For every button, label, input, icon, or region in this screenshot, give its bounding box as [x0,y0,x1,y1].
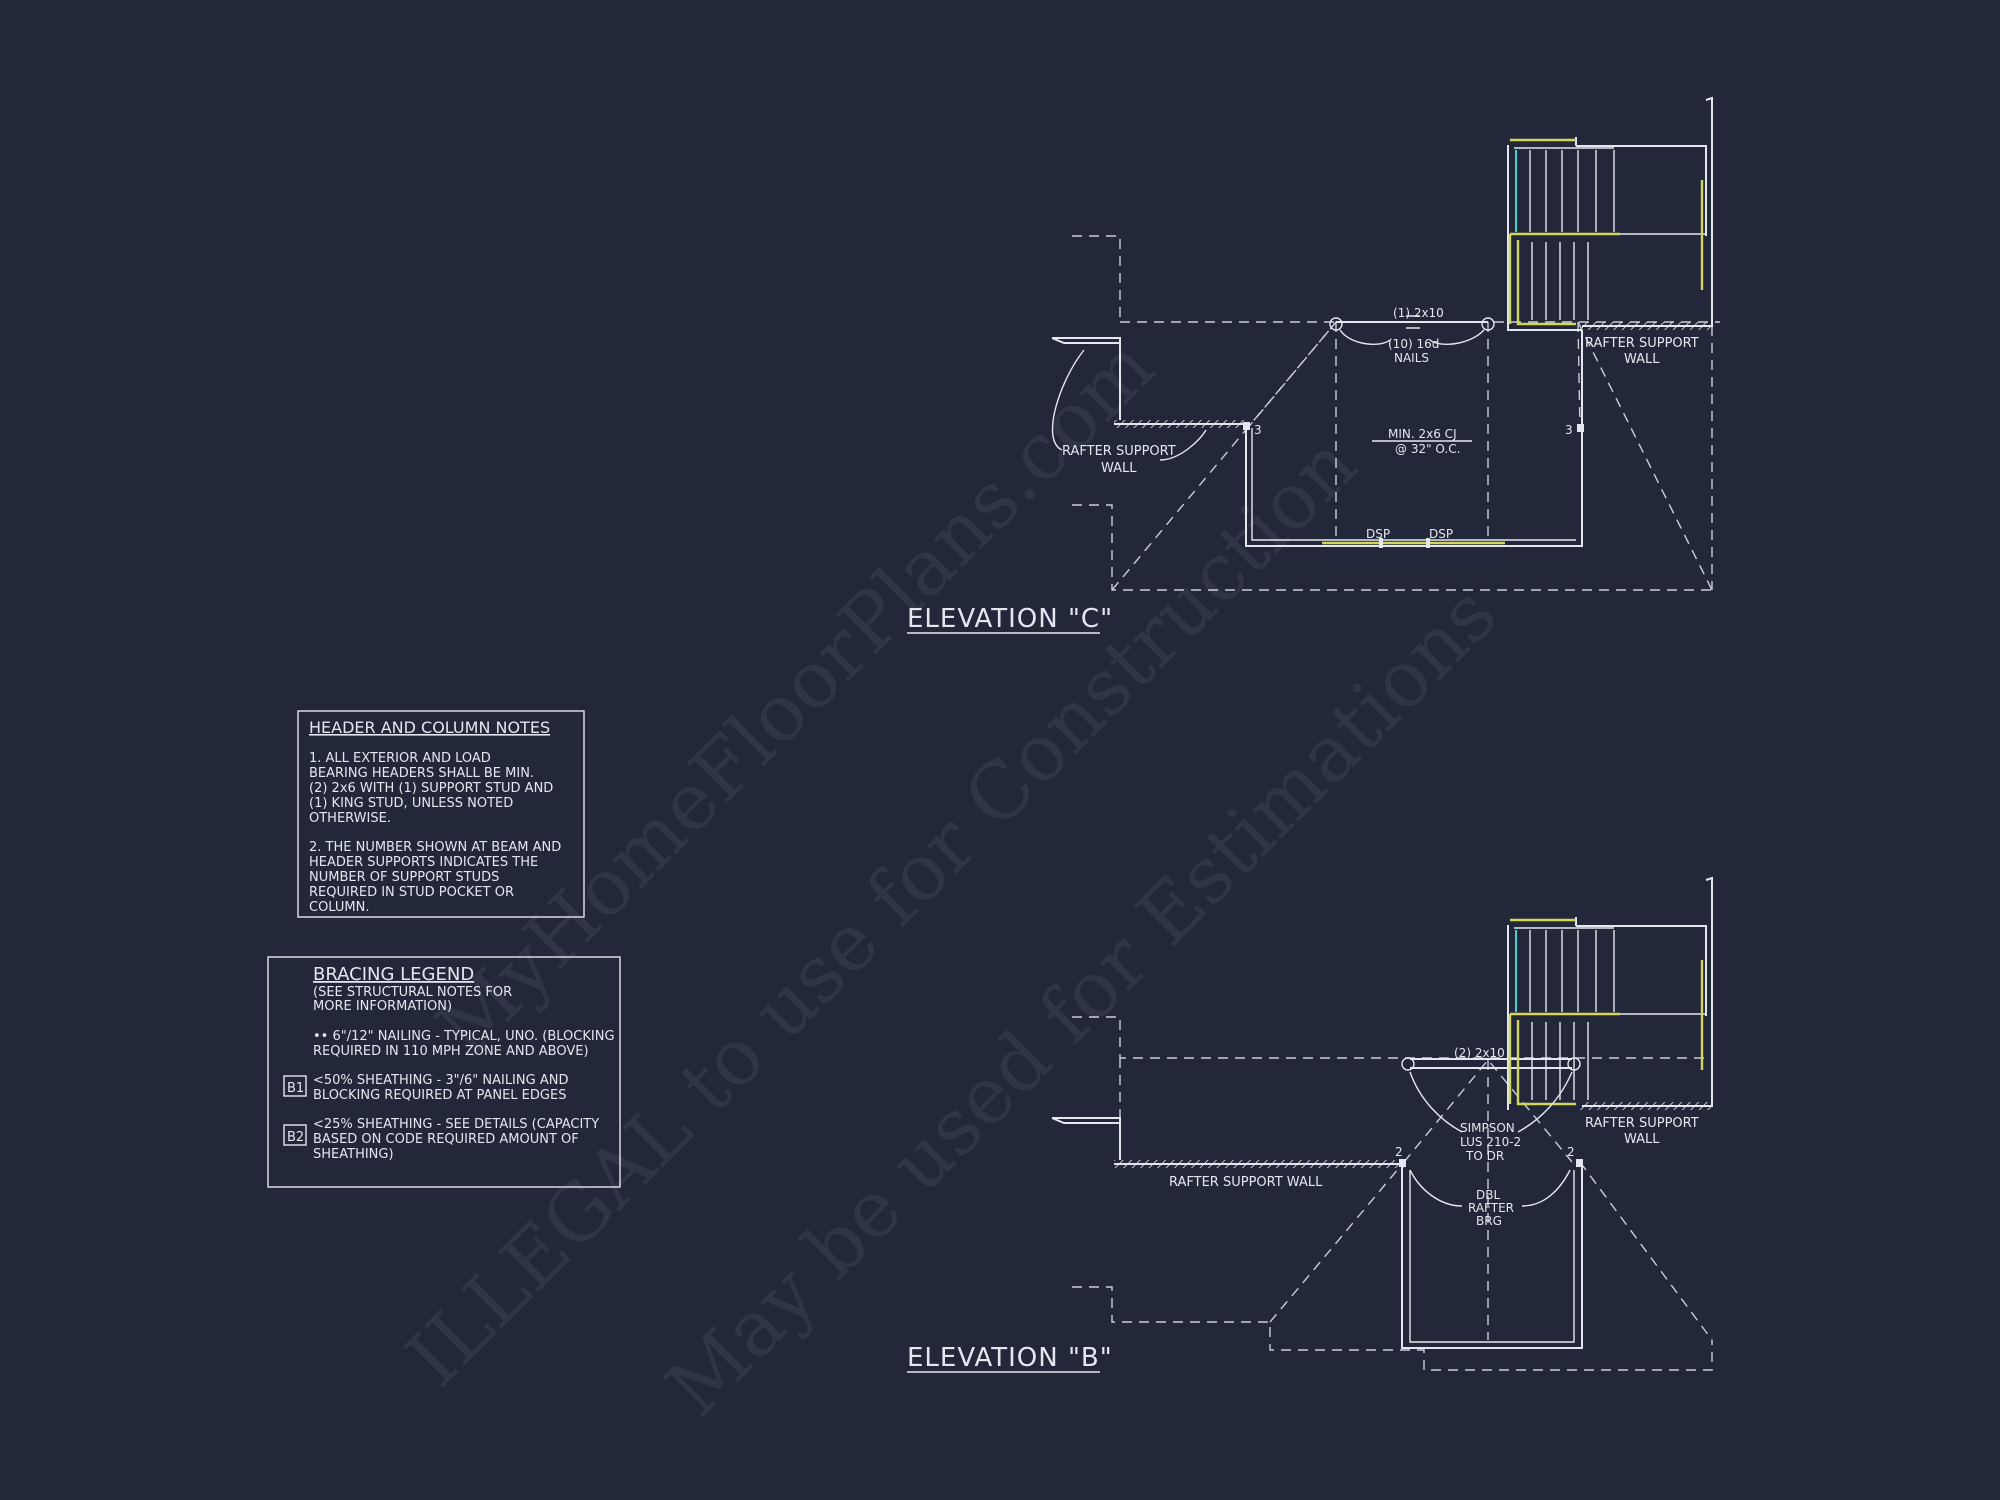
elevation-b-title: ELEVATION "B" [907,1343,1113,1373]
legend-b2: SHEATHING) [313,1147,394,1162]
connector-circle-left [1329,317,1343,331]
notes-line: NUMBER OF SUPPORT STUDS [309,870,499,885]
stud-count-label: 2 [1567,1145,1575,1159]
notes-line: (1) KING STUD, UNLESS NOTED [309,796,513,811]
b1-tag-box [283,1075,307,1097]
rafter-support-wall-label: RAFTER SUPPORT [1585,336,1699,351]
bracing-legend-box: BRACING LEGEND (SEE STRUCTURAL NOTES FOR… [267,956,621,1188]
header-size-label-b: (2) 2x10 [1454,1046,1505,1060]
b2-tag: B2 [287,1130,304,1145]
rafter-support-wall-label: RAFTER SUPPORT WALL [1169,1175,1323,1190]
notes-line: OTHERWISE. [309,811,391,826]
elevation-c-plan [1051,96,1720,591]
dbl-rafter-label: RAFTER [1468,1201,1514,1215]
connector-circle-left [1401,1057,1415,1071]
notes-line: COLUMN. [309,900,370,915]
hatched-wall-b-right [1580,1102,1712,1110]
legend-typical: REQUIRED IN 110 MPH ZONE AND ABOVE) [313,1044,589,1059]
legend-b2: BASED ON CODE REQUIRED AMOUNT OF [313,1132,579,1147]
dsp-label: DSP [1366,527,1390,541]
rafter-support-wall-label: WALL [1101,461,1137,476]
legend-title: BRACING LEGEND [313,964,474,985]
stud-pocket-marker [1243,422,1250,430]
notes-line: BEARING HEADERS SHALL BE MIN. [309,766,534,781]
rafter-support-wall-label: RAFTER SUPPORT [1585,1116,1699,1131]
notes-line: (2) 2x6 WITH (1) SUPPORT STUD AND [309,781,553,796]
dsp-label: DSP [1429,527,1453,541]
rafter-support-wall-label: WALL [1624,1132,1660,1147]
rafter-support-wall-label: WALL [1624,352,1660,367]
header-column-notes-box: HEADER AND COLUMN NOTES 1. ALL EXTERIOR … [297,710,585,918]
b2-tag-box [283,1124,307,1146]
stud-pocket-marker [1576,1159,1583,1167]
elevation-c-title: ELEVATION "C" [907,604,1113,634]
connector-circle-right [1481,317,1495,331]
ceiling-joist-label: @ 32" O.C. [1395,442,1460,456]
watermark: MyHomeFloorPlans.com ILLEGAL to use for … [390,322,1514,1434]
header-size-label-c: (1) 2x10 [1393,306,1444,320]
legend-b2: <25% SHEATHING - SEE DETAILS (CAPACITY [313,1117,599,1132]
dbl-rafter-label: DBL [1476,1188,1500,1202]
simpson-label: TO DR [1465,1149,1504,1163]
stud-count-label: 3 [1254,423,1262,437]
stud-count-label: 3 [1565,423,1573,437]
stud-pocket-marker [1399,1159,1406,1167]
dbl-rafter-label: BRG [1476,1214,1502,1228]
nails-label: NAILS [1394,351,1429,365]
legend-b1: BLOCKING REQUIRED AT PANEL EDGES [313,1088,566,1103]
hatched-wall-c-right [1580,322,1712,330]
b1-tag: B1 [287,1081,304,1096]
notes-line: HEADER SUPPORTS INDICATES THE [309,855,538,870]
simpson-label: LUS 210-2 [1460,1135,1521,1149]
nails-label: (10) 16d [1388,337,1439,351]
elevation-b-plan [1051,876,1713,1371]
simpson-label: SIMPSON [1460,1121,1515,1135]
legend-typical: •• 6"/12" NAILING - TYPICAL, UNO. (BLOCK… [313,1029,615,1044]
legend-subtitle: MORE INFORMATION) [313,999,452,1014]
ceiling-joist-label: MIN. 2x6 CJ [1388,427,1457,441]
notes-title: HEADER AND COLUMN NOTES [309,718,550,737]
notes-line: REQUIRED IN STUD POCKET OR [309,885,514,900]
legend-subtitle: (SEE STRUCTURAL NOTES FOR [313,985,512,1000]
hatched-wall-c-left [1114,420,1246,428]
legend-b1: <50% SHEATHING - 3"/6" NAILING AND [313,1073,568,1088]
stud-count-label: 2 [1395,1145,1403,1159]
hatched-wall-b-left [1114,1160,1404,1168]
rafter-support-wall-label: RAFTER SUPPORT [1062,444,1176,459]
stud-pocket-marker [1577,424,1584,432]
notes-line: 2. THE NUMBER SHOWN AT BEAM AND [309,840,561,855]
notes-line: 1. ALL EXTERIOR AND LOAD [309,751,491,766]
